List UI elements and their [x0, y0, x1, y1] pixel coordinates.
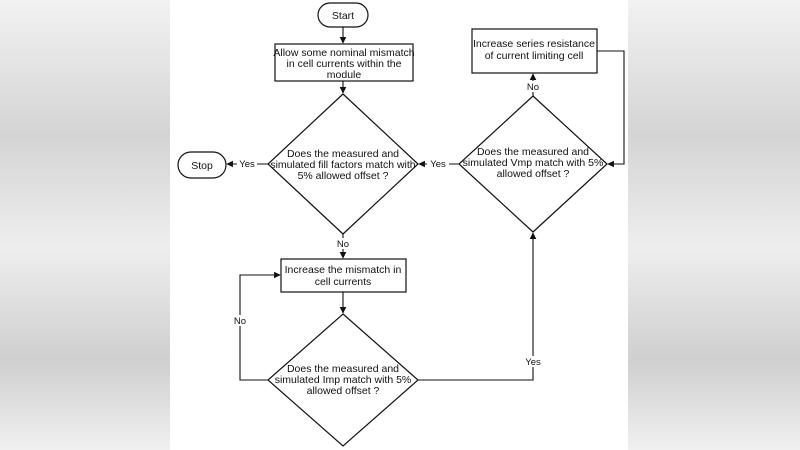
- increase-mismatch-line-1: Increase the mismatch in: [285, 264, 402, 276]
- vmp-yes-label-bg: [427, 158, 449, 169]
- ff-yes-label-bg: [237, 158, 257, 169]
- ff-no-label: No: [337, 239, 349, 250]
- edge-resistance-to-vmp: [597, 50, 625, 168]
- vmp-decision-line-1: Does the measured and: [477, 146, 589, 158]
- vmp-no-label-bg: [524, 81, 542, 92]
- stop-terminator: [177, 151, 227, 179]
- stop-label: Stop: [191, 160, 213, 172]
- imp-yes-label: Yes: [525, 357, 541, 368]
- flowchart-canvas: [170, 0, 628, 450]
- increase-resistance-line-2: of current limiting cell: [485, 50, 584, 62]
- vmp-decision-diamond: [458, 95, 608, 233]
- vmp-yes-label: Yes: [430, 159, 446, 170]
- allow-mismatch-line-3: module: [327, 69, 362, 81]
- ff-decision-line-3: 5% allowed offset ?: [298, 170, 389, 182]
- edge-imp-no-to-mismatch: [239, 271, 281, 381]
- imp-decision-line-2: simulated Imp match with 5%: [275, 374, 412, 386]
- ff-decision-line-1: Does the measured and: [287, 148, 399, 160]
- start-label: Start: [332, 10, 354, 22]
- vmp-decision-line-3: allowed offset ?: [497, 168, 570, 180]
- allow-mismatch-process: [274, 43, 414, 82]
- ff-no-label-bg: [334, 238, 352, 249]
- ff-decision-line-2: simulated fill factors match with: [270, 159, 415, 171]
- blurred-left-margin: [0, 0, 170, 450]
- blurred-right-margin: [628, 0, 800, 450]
- allow-mismatch-line-1: Allow some nominal mismatch: [273, 47, 414, 59]
- imp-decision-line-3: allowed offset ?: [307, 385, 380, 397]
- imp-yes-label-bg: [522, 356, 544, 367]
- imp-no-label: No: [234, 316, 246, 327]
- increase-mismatch-line-2: cell currents: [315, 276, 372, 288]
- increase-resistance-line-1: Increase series resistance: [473, 38, 595, 50]
- allow-mismatch-line-2: in cell currents within the: [287, 58, 402, 70]
- imp-decision-line-1: Does the measured and: [287, 363, 399, 375]
- vmp-no-label: No: [527, 82, 539, 93]
- vmp-decision-line-2: simulated Vmp match with 5%: [463, 157, 604, 169]
- imp-decision-diamond: [267, 313, 419, 447]
- imp-no-label-bg: [231, 315, 249, 326]
- edge-imp-yes-to-vmp: [418, 232, 537, 381]
- ff-yes-label: Yes: [239, 159, 255, 170]
